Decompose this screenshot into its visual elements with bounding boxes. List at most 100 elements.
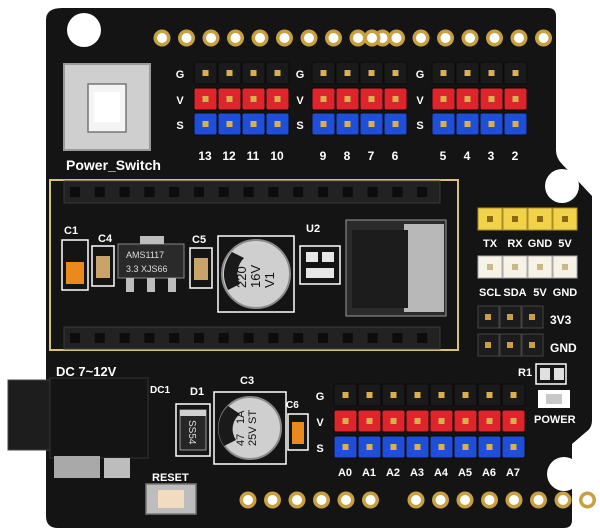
- pad-bottom-12[interactable]: [554, 491, 572, 509]
- digital-pin-8-S[interactable]: [335, 112, 360, 136]
- digital-pin-11-S[interactable]: [241, 112, 266, 136]
- analog-pin-A0-S[interactable]: [333, 435, 358, 459]
- analog-pin-A0-G[interactable]: [333, 383, 358, 407]
- analog-pin-A7-V[interactable]: [501, 409, 526, 433]
- pad-top-6[interactable]: [300, 29, 318, 47]
- analog-pin-A2-V[interactable]: [381, 409, 406, 433]
- reset-button[interactable]: [145, 483, 197, 515]
- digital-pin-13-V[interactable]: [193, 87, 218, 111]
- pad-bottom-1[interactable]: [264, 491, 281, 509]
- side-pin-0-0[interactable]: [477, 305, 500, 329]
- digital-pin-3-G[interactable]: [479, 61, 504, 85]
- pad-top-1[interactable]: [178, 29, 195, 47]
- side-pin-0-1[interactable]: [499, 305, 522, 329]
- digital-pin-6-G[interactable]: [383, 61, 408, 85]
- digital-pin-5-S[interactable]: [431, 112, 456, 136]
- digital-pin-3-S[interactable]: [479, 112, 504, 136]
- pad-top-8[interactable]: [349, 29, 367, 47]
- digital-pin-7-V[interactable]: [359, 87, 384, 111]
- digital-pin-3-V[interactable]: [479, 87, 504, 111]
- analog-pin-A4-G[interactable]: [429, 383, 454, 407]
- digital-pin-5-G[interactable]: [431, 61, 456, 85]
- pad-top-16[interactable]: [510, 29, 528, 47]
- analog-pin-A5-S[interactable]: [453, 435, 478, 459]
- pad-bottom-9[interactable]: [481, 491, 498, 509]
- pad-bottom-13[interactable]: [579, 491, 596, 509]
- digital-pin-6-V[interactable]: [383, 87, 408, 111]
- analog-pin-A3-V[interactable]: [405, 409, 430, 433]
- analog-pin-A1-G[interactable]: [357, 383, 382, 407]
- analog-pin-A6-V[interactable]: [477, 409, 502, 433]
- digital-pin-4-V[interactable]: [455, 87, 480, 111]
- analog-pin-A6-S[interactable]: [477, 435, 502, 459]
- i2c-pin-SCL[interactable]: [477, 255, 503, 279]
- digital-pin-5-V[interactable]: [431, 87, 456, 111]
- analog-pin-A2-G[interactable]: [381, 383, 406, 407]
- digital-pin-13-G[interactable]: [193, 61, 218, 85]
- side-pin-1-2[interactable]: [521, 333, 544, 357]
- digital-pin-headers[interactable]: [193, 61, 528, 136]
- pad-top-14[interactable]: [461, 29, 479, 47]
- analog-pin-headers[interactable]: [333, 383, 526, 459]
- pad-top-0[interactable]: [153, 29, 171, 47]
- digital-pin-4-S[interactable]: [455, 112, 480, 136]
- power-switch[interactable]: [63, 63, 151, 151]
- digital-pin-9-G[interactable]: [311, 61, 336, 85]
- digital-pin-9-S[interactable]: [311, 112, 336, 136]
- digital-pin-11-V[interactable]: [241, 87, 266, 111]
- side-pin-1-0[interactable]: [477, 333, 500, 357]
- i2c-header[interactable]: [477, 255, 578, 279]
- pad-bottom-10[interactable]: [505, 491, 523, 509]
- digital-pin-10-G[interactable]: [265, 61, 290, 85]
- digital-pin-6-S[interactable]: [383, 112, 408, 136]
- digital-pin-2-G[interactable]: [503, 61, 528, 85]
- digital-pin-13-S[interactable]: [193, 112, 218, 136]
- serial-pin-5V[interactable]: [552, 207, 578, 231]
- digital-pin-10-V[interactable]: [265, 87, 290, 111]
- pad-bottom-11[interactable]: [530, 491, 547, 509]
- pad-top-2[interactable]: [202, 29, 220, 47]
- digital-pin-4-G[interactable]: [455, 61, 480, 85]
- pad-top-11[interactable]: [388, 29, 405, 47]
- pad-bottom-6[interactable]: [407, 491, 425, 509]
- digital-pin-8-G[interactable]: [335, 61, 360, 85]
- digital-pin-11-G[interactable]: [241, 61, 266, 85]
- analog-pin-A3-S[interactable]: [405, 435, 430, 459]
- pad-top-17[interactable]: [535, 29, 552, 47]
- pad-bottom-0[interactable]: [239, 491, 257, 509]
- digital-pin-12-V[interactable]: [217, 87, 242, 111]
- side-pin-1-1[interactable]: [499, 333, 522, 357]
- pad-bottom-7[interactable]: [432, 491, 449, 509]
- pad-bottom-5[interactable]: [362, 491, 379, 509]
- 3v3-gnd-pin-header[interactable]: [477, 305, 544, 357]
- analog-pin-A1-S[interactable]: [357, 435, 382, 459]
- digital-pin-12-S[interactable]: [217, 112, 242, 136]
- pad-bottom-2[interactable]: [288, 491, 306, 509]
- pad-bottom-4[interactable]: [337, 491, 355, 509]
- serial-header[interactable]: [477, 207, 578, 231]
- dc-power-jack[interactable]: [7, 377, 149, 478]
- pad-top-12[interactable]: [412, 29, 430, 47]
- analog-pin-A0-V[interactable]: [333, 409, 358, 433]
- analog-pin-A1-V[interactable]: [357, 409, 382, 433]
- digital-pin-2-V[interactable]: [503, 87, 528, 111]
- side-pin-0-2[interactable]: [521, 305, 544, 329]
- serial-pin-GND[interactable]: [527, 207, 553, 231]
- i2c-pin-SDA[interactable]: [502, 255, 528, 279]
- pad-bottom-8[interactable]: [456, 491, 474, 509]
- pad-top-5[interactable]: [276, 29, 293, 47]
- pad-top-7[interactable]: [325, 29, 342, 47]
- i2c-pin-5V[interactable]: [527, 255, 553, 279]
- analog-pin-A2-S[interactable]: [381, 435, 406, 459]
- analog-pin-A4-V[interactable]: [429, 409, 454, 433]
- pad-top-13[interactable]: [437, 29, 454, 47]
- i2c-pin-GND[interactable]: [552, 255, 578, 279]
- digital-pin-9-V[interactable]: [311, 87, 336, 111]
- analog-pin-A7-G[interactable]: [501, 383, 526, 407]
- analog-pin-A5-G[interactable]: [453, 383, 478, 407]
- digital-pin-2-S[interactable]: [503, 112, 528, 136]
- digital-pin-7-G[interactable]: [359, 61, 384, 85]
- analog-pin-A6-G[interactable]: [477, 383, 502, 407]
- digital-pin-12-G[interactable]: [217, 61, 242, 85]
- analog-pin-A5-V[interactable]: [453, 409, 478, 433]
